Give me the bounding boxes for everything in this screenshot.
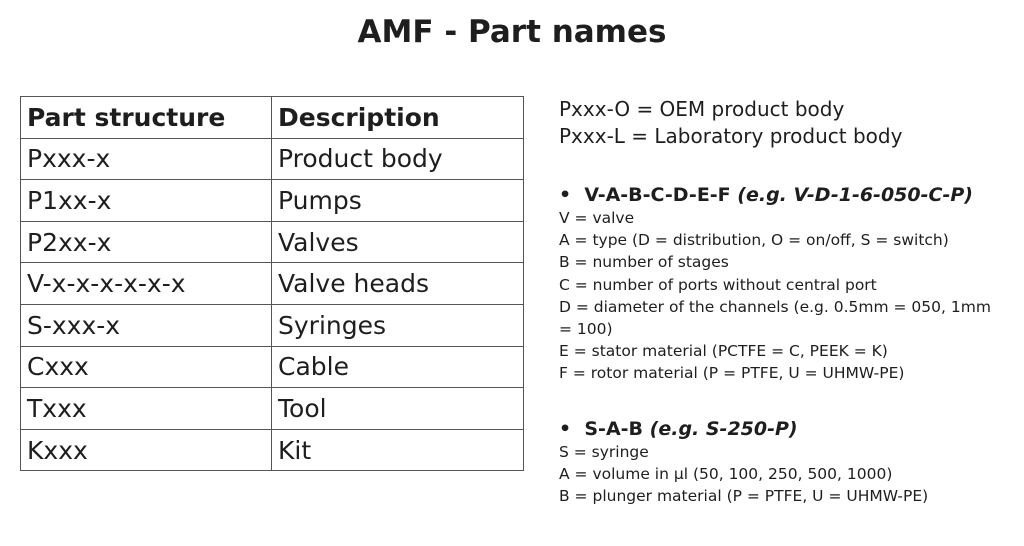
note-lab: Pxxx-L = Laboratory product body xyxy=(559,124,903,148)
syringe-section: • S-A-B (e.g. S-250-P) S = syringe A = vo… xyxy=(559,417,928,508)
part-structure-cell: V-x-x-x-x-x-x xyxy=(20,262,272,305)
syringe-heading: • S-A-B (e.g. S-250-P) xyxy=(559,418,798,440)
column-header: Part structure xyxy=(20,96,272,139)
syringe-structure: S-A-B xyxy=(584,418,644,440)
valve-legend-line: = 100) xyxy=(559,320,613,339)
valve-heading: • V-A-B-C-D-E-F (e.g. V-D-1-6-050-C-P) xyxy=(559,184,973,206)
description-cell: Kit xyxy=(271,428,524,472)
valve-legend-line: B = number of stages xyxy=(559,253,729,272)
valve-section: • V-A-B-C-D-E-F (e.g. V-D-1-6-050-C-P) V… xyxy=(559,183,991,385)
description-cell: Valve heads xyxy=(271,262,524,305)
description-cell: Cable xyxy=(271,345,524,389)
valve-legend-line: E = stator material (PCTFE = C, PEEK = K… xyxy=(559,342,888,361)
part-structure-cell: Txxx xyxy=(20,387,272,430)
page-title: AMF - Part names xyxy=(357,14,667,50)
part-structure-cell: P1xx-x xyxy=(20,179,272,222)
part-structure-cell: S-xxx-x xyxy=(20,303,272,347)
description-cell: Syringes xyxy=(271,303,524,347)
syringe-legend-line: S = syringe xyxy=(559,443,649,461)
description-cell: Pumps xyxy=(271,179,524,222)
valve-legend-line: V = valve xyxy=(559,209,635,227)
syringe-legend-line: A = volume in µl (50, 100, 250, 500, 100… xyxy=(559,465,893,484)
valve-legend-line: C = number of ports without central port xyxy=(559,275,877,294)
valve-structure: V-A-B-C-D-E-F xyxy=(584,184,731,206)
syringe-legend-line: B = plunger material (P = PTFE, U = UHMW… xyxy=(559,487,929,506)
body-notes: Pxxx-O = OEM product body Pxxx-L = Labor… xyxy=(559,96,902,150)
description-cell: Valves xyxy=(271,220,524,264)
part-structure-cell: Cxxx xyxy=(20,345,272,389)
part-structure-cell: P2xx-x xyxy=(20,220,272,264)
description-cell: Tool xyxy=(271,387,524,430)
description-cell: Product body xyxy=(271,137,524,181)
column-header: Description xyxy=(271,96,524,139)
part-structure-cell: Pxxx-x xyxy=(20,137,272,181)
valve-example: (e.g. V-D-1-6-050-C-P) xyxy=(737,184,973,206)
note-oem: Pxxx-O = OEM product body xyxy=(559,97,845,121)
syringe-example: (e.g. S-250-P) xyxy=(649,418,798,440)
part-structure-cell: Kxxx xyxy=(20,428,272,472)
valve-legend-line: D = diameter of the channels (e.g. 0.5mm… xyxy=(559,297,991,316)
valve-legend-line: F = rotor material (P = PTFE, U = UHMW-P… xyxy=(559,364,905,383)
valve-legend-line: A = type (D = distribution, O = on/off, … xyxy=(559,231,949,250)
table-header-row: Part structure Description xyxy=(20,96,524,139)
